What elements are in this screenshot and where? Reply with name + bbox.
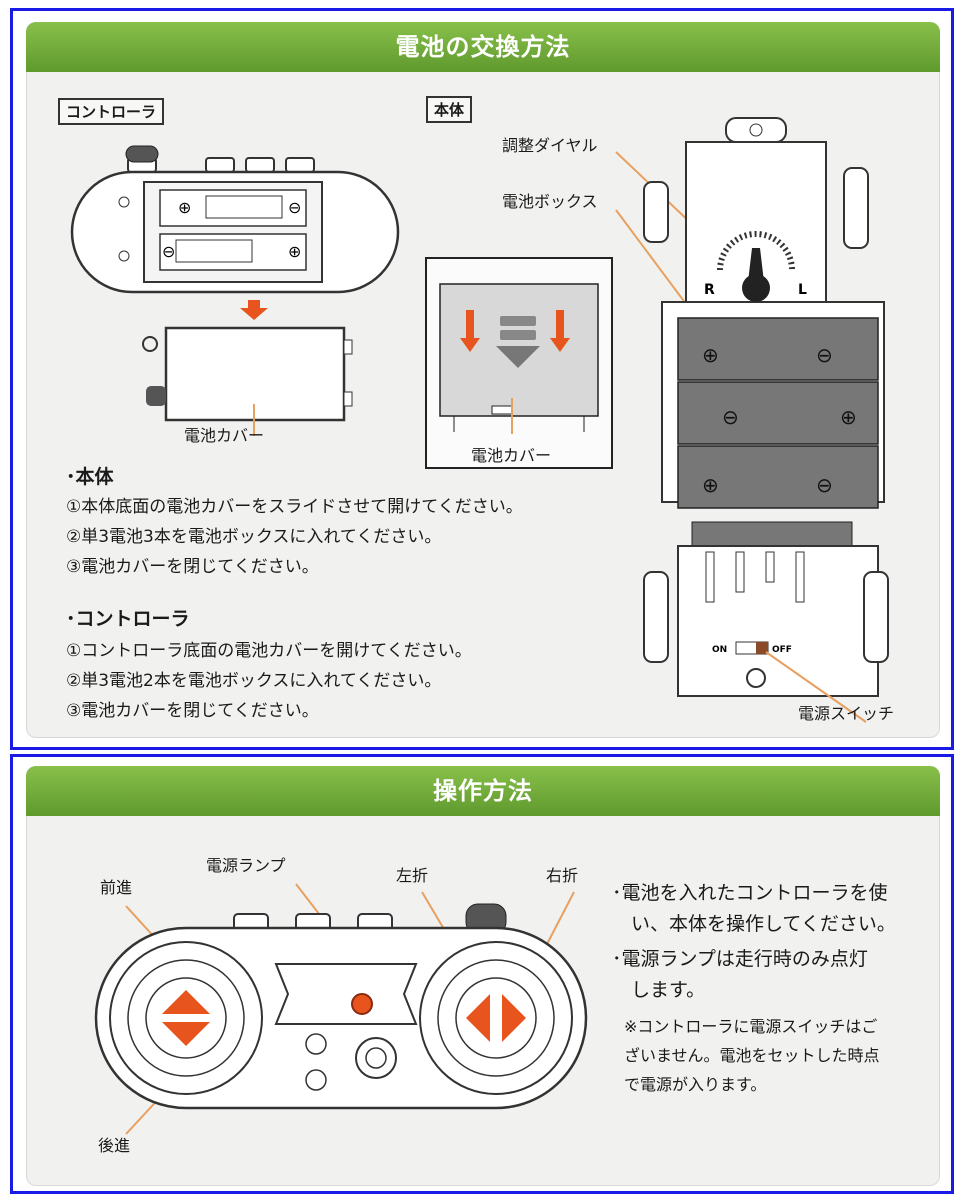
body-heading: ･本体 (66, 466, 114, 488)
battery-box-label: 電池ボックス (502, 192, 598, 211)
note-line-1: ※コントローラに電源スイッチはご (624, 1017, 878, 1036)
controller-step-1: ①コントローラ底面の電池カバーを開けてください。 (66, 641, 472, 661)
battery-replacement-panel: 電池の交換方法 コントローラ 本体 ⊕ ⊖ ⊖ ⊕ 電池カバー (26, 22, 940, 738)
controller-step-2: ②単3電池2本を電池ボックスに入れてください。 (66, 671, 442, 691)
instruction-line-1: ･電池を入れたコントローラを使 (612, 882, 888, 904)
adjust-dial-label: 調整ダイヤル (502, 136, 598, 155)
svg-text:⊖: ⊖ (722, 405, 739, 429)
svg-text:⊕: ⊕ (288, 242, 301, 261)
switch-off-mark: OFF (772, 645, 792, 655)
controller-heading: ･コントローラ (66, 608, 190, 630)
battery-title-band: 電池の交換方法 (26, 22, 940, 72)
svg-text:⊕: ⊕ (840, 405, 857, 429)
operation-title-band: 操作方法 (26, 766, 940, 816)
operation-panel: 操作方法 前進 電源ランプ 左折 右折 後進 ･電池を入れたコントローラを使 い (26, 766, 940, 1186)
switch-on-mark: ON (712, 645, 727, 655)
controller-box-label: コントローラ (58, 98, 165, 125)
instruction-line-4: します。 (612, 979, 706, 1001)
forward-label: 前進 (100, 878, 133, 897)
operation-section-title: 操作方法 (433, 777, 533, 805)
dial-r-mark: R (704, 282, 715, 298)
body-cover-inset (425, 257, 613, 469)
controller-battery-cover-label: 電池カバー (184, 426, 265, 445)
body-step-1: ①本体底面の電池カバーをスライドさせて開けてください。 (66, 497, 523, 517)
svg-text:⊕: ⊕ (178, 198, 191, 217)
svg-text:⊖: ⊖ (162, 242, 175, 261)
controller-step-3: ③電池カバーを閉じてください。 (66, 701, 319, 721)
body-step-2: ②単3電池3本を電池ボックスに入れてください。 (66, 527, 442, 547)
body-step-3: ③電池カバーを閉じてください。 (66, 557, 319, 577)
power-switch-label: 電源スイッチ (798, 704, 895, 723)
svg-text:⊖: ⊖ (816, 473, 833, 497)
svg-text:⊖: ⊖ (288, 198, 301, 217)
note-line-2: ざいません。電池をセットした時点 (624, 1046, 880, 1065)
backward-label: 後進 (98, 1136, 131, 1155)
controller-top-diagram (94, 883, 588, 1135)
note-line-3: で電源が入ります。 (624, 1075, 767, 1094)
controller-bottom-diagram: ⊕ ⊖ ⊖ ⊕ (70, 145, 400, 436)
body-battery-cover-label: 電池カバー (471, 446, 552, 465)
svg-text:⊕: ⊕ (702, 343, 719, 367)
body-box-label: 本体 (426, 96, 473, 123)
instruction-line-2: い、本体を操作してください。 (612, 913, 896, 935)
battery-section-title: 電池の交換方法 (395, 33, 571, 61)
svg-text:⊕: ⊕ (702, 473, 719, 497)
instruction-line-3: ･電源ランプは走行時のみ点灯 (612, 948, 868, 970)
car-body-bottom-diagram: R L ⊕ ⊖ ⊖ ⊕ ⊕ ⊖ ON OFF (615, 117, 889, 723)
right-turn-label: 右折 (546, 866, 579, 885)
power-lamp-label: 電源ランプ (206, 856, 286, 875)
dial-l-mark: L (798, 282, 807, 298)
left-turn-label: 左折 (396, 866, 429, 885)
svg-text:⊖: ⊖ (816, 343, 833, 367)
